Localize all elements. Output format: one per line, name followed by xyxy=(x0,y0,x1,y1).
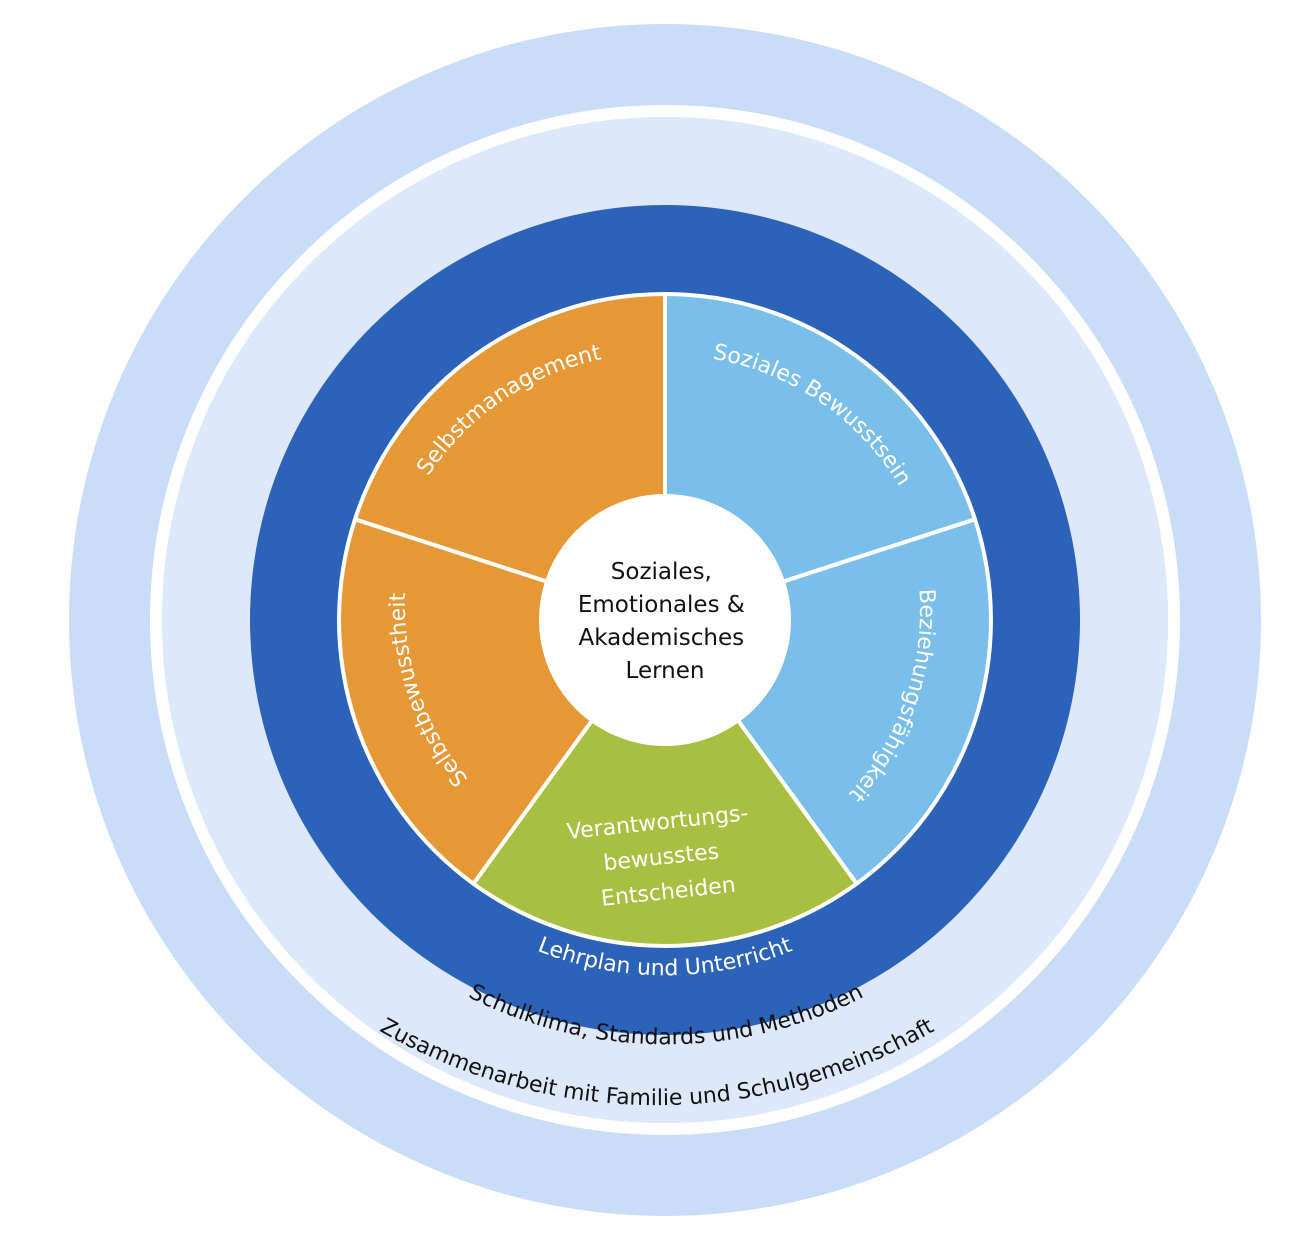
ring-separator xyxy=(150,105,1180,1135)
center-line: Soziales, xyxy=(611,559,712,585)
center-circle xyxy=(539,494,791,746)
center-line: Lernen xyxy=(626,658,705,684)
center-line: Emotionales & xyxy=(578,592,745,618)
center-title: Soziales, Emotionales & Akademisches Ler… xyxy=(578,559,752,684)
segment-verantwortung xyxy=(471,618,859,948)
center-line: Akademisches xyxy=(579,625,745,651)
